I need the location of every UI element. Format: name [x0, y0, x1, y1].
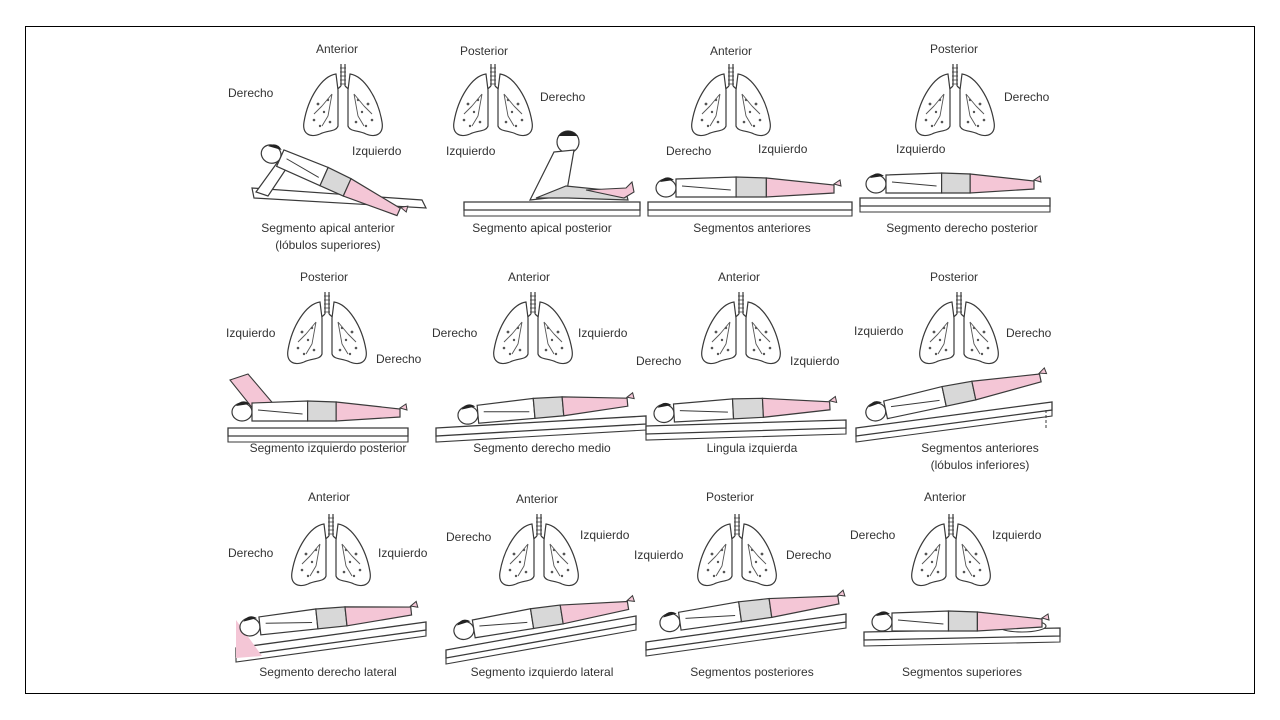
view-label: Posterior [460, 44, 509, 58]
view-label: Anterior [924, 490, 967, 504]
side-label-right: Derecho [376, 352, 422, 366]
patient-figure-icon [645, 395, 847, 441]
lungs-icon [697, 514, 777, 587]
caption: Segmentos posteriores [690, 665, 814, 679]
side-label-right: Izquierdo [580, 528, 630, 542]
lungs-icon [919, 292, 999, 365]
side-label-right: Izquierdo [758, 142, 808, 156]
side-label-left: Izquierdo [226, 326, 276, 340]
caption: Segmento apical anterior (lóbulos superi… [261, 221, 395, 252]
caption: Segmento izquierdo posterior [249, 441, 407, 455]
side-label-left: Derecho [228, 546, 274, 560]
lungs-icon [915, 64, 995, 137]
side-label-left: Derecho [446, 530, 492, 544]
panel-11: Posterior Izquierdo Derecho Segmentos po… [634, 486, 858, 710]
panel-7: Anterior Derecho Izquierdo Lingula izqui… [636, 266, 858, 490]
lungs-icon [493, 292, 573, 365]
lungs-icon [701, 292, 781, 365]
view-label: Anterior [516, 492, 559, 506]
diagram-frame [25, 26, 1255, 694]
side-label-right: Derecho [1004, 90, 1050, 104]
patient-figure-icon [863, 610, 1061, 647]
side-label-right: Derecho [1006, 326, 1052, 340]
view-label: Anterior [308, 490, 351, 504]
side-label-right: Izquierdo [790, 354, 840, 368]
view-label: Posterior [706, 490, 755, 504]
panel-2: Posterior Izquierdo Derecho Segmento api… [436, 38, 648, 262]
patient-figure-icon [435, 391, 647, 443]
side-label-left: Derecho [666, 144, 712, 158]
view-label: Posterior [930, 42, 979, 56]
side-label-left: Izquierdo [896, 142, 946, 156]
side-label-left: Derecho [432, 326, 478, 340]
patient-figure-icon [645, 589, 847, 657]
caption: Lingula izquierda [706, 441, 798, 455]
side-label-right: Derecho [540, 90, 586, 104]
side-label-right: Derecho [786, 548, 832, 562]
caption: Segmento apical posterior [472, 221, 612, 235]
patient-figure-icon [235, 600, 427, 663]
lungs-icon [291, 514, 371, 587]
caption: Segmento derecho lateral [259, 665, 397, 679]
side-label-right: Izquierdo [578, 326, 628, 340]
side-label-left: Derecho [636, 354, 682, 368]
patient-figure-icon [251, 144, 428, 217]
lungs-icon [499, 514, 579, 587]
panel-4: Posterior Izquierdo Derecho Segmento der… [856, 38, 1068, 262]
caption: Segmento derecho medio [473, 441, 611, 455]
side-label-right: Izquierdo [378, 546, 428, 560]
view-label: Posterior [930, 270, 979, 284]
side-label-left: Izquierdo [446, 144, 496, 158]
view-label: Anterior [508, 270, 551, 284]
patient-figure-icon [463, 130, 641, 217]
side-label-left: Izquierdo [634, 548, 684, 562]
panel-5: Posterior Izquierdo Derecho Segmento izq… [222, 266, 434, 490]
lungs-icon [287, 292, 367, 365]
caption: Segmento izquierdo lateral [470, 665, 614, 679]
patient-figure-icon [859, 172, 1051, 213]
panel-1: Anterior Derecho Izquierdo Segmento apic… [222, 38, 434, 262]
patient-figure-icon [647, 176, 853, 217]
caption: Segmentos anteriores (lóbulos inferiores… [921, 441, 1039, 472]
lungs-icon [453, 64, 533, 137]
panel-9: Anterior Derecho Izquierdo Segmento dere… [222, 486, 434, 710]
patient-figure-icon [227, 373, 409, 443]
side-label-right: Izquierdo [352, 144, 402, 158]
view-label: Anterior [316, 42, 359, 56]
view-label: Anterior [718, 270, 761, 284]
panel-6: Anterior Derecho Izquierdo Segmento dere… [432, 266, 648, 490]
side-label-left: Derecho [850, 528, 896, 542]
panel-12: Anterior Derecho Izquierdo Segmentos sup… [850, 486, 1068, 710]
caption: Segmento derecho posterior [886, 221, 1038, 235]
side-label-left: Izquierdo [854, 324, 904, 338]
lungs-icon [303, 64, 383, 137]
panel-8: Posterior Izquierdo Derecho Segmentos an… [854, 266, 1068, 490]
patient-figure-icon [445, 594, 637, 665]
caption: Segmentos superiores [901, 665, 1023, 679]
view-label: Posterior [300, 270, 349, 284]
view-label: Anterior [710, 44, 753, 58]
panel-3: Anterior Derecho Izquierdo Segmentos ant… [646, 38, 858, 262]
patient-figure-icon [855, 367, 1053, 443]
panel-10: Anterior Derecho Izquierdo Segmento izqu… [436, 486, 648, 710]
lungs-icon [691, 64, 771, 137]
lungs-icon [911, 514, 991, 587]
side-label-right: Izquierdo [992, 528, 1042, 542]
caption: Segmentos anteriores [693, 221, 811, 235]
side-label-left: Derecho [228, 86, 274, 100]
